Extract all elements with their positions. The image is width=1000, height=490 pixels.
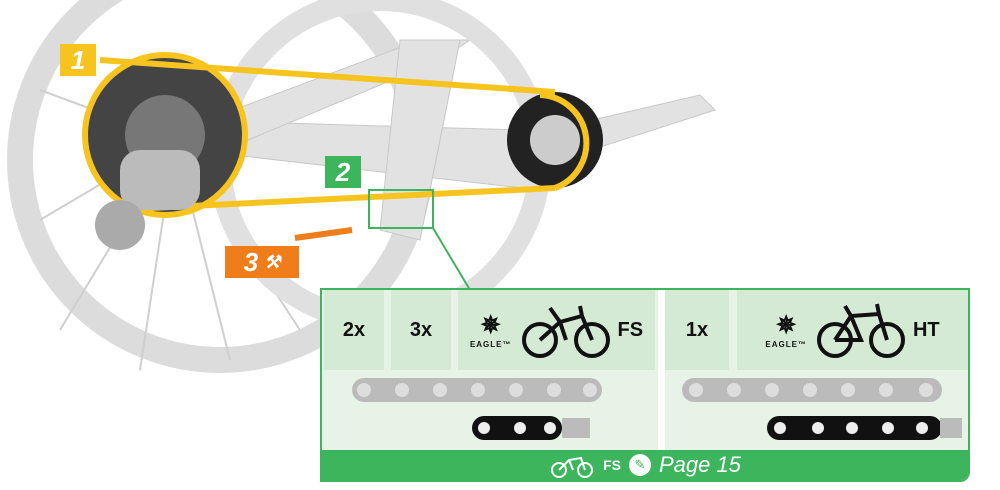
zoom-box (368, 189, 434, 229)
callout-2: 2 (325, 156, 361, 188)
group-divider (658, 290, 665, 450)
tool-icon: ⚒ (264, 251, 281, 272)
hardtail-bike-icon (816, 303, 905, 358)
full-suspension-bike-icon (521, 305, 610, 358)
eagle-icon: ✵ (776, 312, 797, 339)
chain-short-ht (767, 416, 962, 440)
eagle-logo: ✵EAGLE™ (469, 312, 512, 349)
page-reference-footer[interactable]: FS ✎ Page 15 (322, 450, 968, 480)
zoom-connector (432, 227, 471, 291)
bike-icon (551, 456, 594, 478)
option-3x[interactable]: 3x (391, 290, 451, 370)
option-eagle-fs[interactable]: ✵EAGLE™ FS (458, 290, 655, 370)
eagle-icon: ✵ (480, 312, 501, 339)
callout-1: 1 (60, 44, 96, 76)
chain-length-panel: 2x 3x ✵EAGLE™ FS 1x ✵EAGLE™ HT FS ✎ Page… (320, 288, 970, 482)
chain-long-ht (682, 378, 942, 402)
callout-3: 3⚒ (225, 246, 299, 278)
page-link[interactable]: Page 15 (658, 452, 741, 477)
chain-long-fs (352, 378, 602, 402)
option-eagle-ht[interactable]: ✵EAGLE™ HT (737, 290, 968, 370)
eagle-logo: ✵EAGLE™ (765, 312, 807, 349)
chain-comparison (352, 378, 962, 440)
chain-short-fs (472, 416, 590, 440)
derailleur (95, 150, 200, 250)
option-2x[interactable]: 2x (324, 290, 384, 370)
option-1x[interactable]: 1x (665, 290, 729, 370)
manual-icon: ✎ (628, 454, 651, 476)
orange-mark (294, 227, 353, 241)
